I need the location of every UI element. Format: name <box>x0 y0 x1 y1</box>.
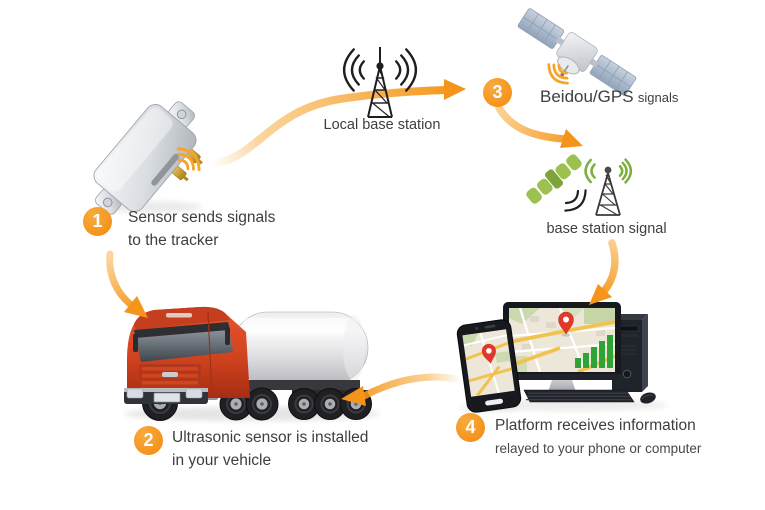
arrow-sensor-to-truck <box>106 250 148 318</box>
flow-arrows <box>106 79 619 406</box>
tower-waves-right-icon <box>394 48 418 92</box>
step-1-badge: 1 <box>83 207 112 236</box>
local-base-station-tower-icon <box>342 47 418 118</box>
tracker-device-icon <box>93 101 206 215</box>
smartphone-icon <box>456 319 522 413</box>
computer-platform-icon <box>456 302 656 413</box>
phone-location-pin-icon <box>481 343 496 364</box>
phone-map <box>462 332 513 397</box>
base-station-signal-tower-icon <box>584 158 633 216</box>
arrow-platform-to-truck <box>341 373 466 406</box>
step-2-badge: 2 <box>134 426 163 455</box>
tower-waves-left-icon <box>342 48 366 92</box>
location-pin-icon <box>558 311 574 335</box>
arrow-tracker-to-base-station <box>208 79 466 168</box>
tower-green-waves-right-icon <box>618 158 633 184</box>
beidou-satellite-icon <box>517 8 637 96</box>
tanker-truck-icon <box>124 306 372 421</box>
step-3-label: Beidou/GPS signals <box>540 87 679 106</box>
caption-base-station-signal: base station signal <box>546 221 667 237</box>
arrow-satellite-to-signal <box>495 104 583 148</box>
step-3-badge: 3 <box>483 78 512 107</box>
green-satellite-icon <box>526 154 592 217</box>
bar-chart-icon <box>575 335 613 368</box>
step-4-badge: 4 <box>456 413 485 442</box>
monitor-stand <box>548 380 576 392</box>
caption-local-base-station: Local base station <box>323 117 441 133</box>
tower-green-waves-left-icon <box>584 158 596 184</box>
arrow-signal-to-platform <box>589 239 619 305</box>
monitor-icon <box>503 302 621 399</box>
mouse-icon <box>640 392 656 404</box>
green-satellite-signal-waves-icon <box>560 185 592 217</box>
keyboard-icon <box>523 389 635 403</box>
